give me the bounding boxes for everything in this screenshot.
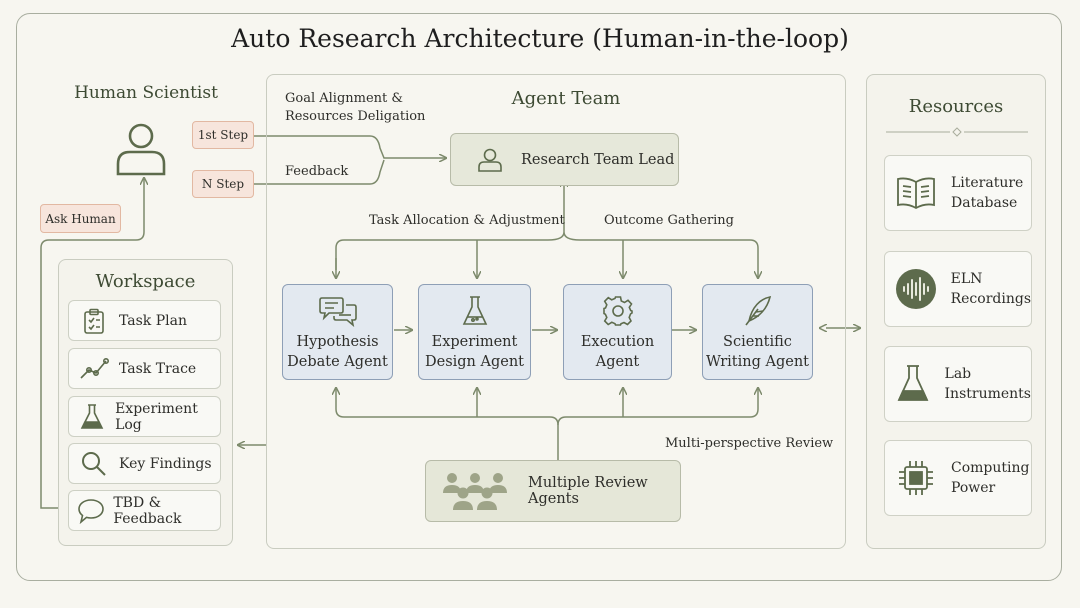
- quill-icon: [743, 294, 773, 328]
- agent-line1: Execution: [580, 334, 655, 350]
- first-step-badge: 1st Step: [192, 121, 254, 149]
- chat-bubbles-icon: [318, 294, 357, 328]
- allocation-bus: [335, 231, 758, 278]
- diagram-title: Auto Research Architecture (Human-in-the…: [231, 24, 849, 53]
- agent-line2: Design Agent: [424, 354, 524, 370]
- group-people-icon: [440, 469, 510, 513]
- resource-label: ELN Recordings: [951, 269, 1031, 309]
- resource-line2: Recordings: [950, 291, 1031, 307]
- person-icon: [114, 120, 168, 180]
- n-step-badge: N Step: [192, 170, 254, 198]
- resource-line1: Lab: [944, 366, 972, 382]
- agent-line2: Debate Agent: [287, 354, 388, 370]
- workspace-item-label: Key Findings: [119, 455, 212, 472]
- goal-alignment-line2: Resources Deligation: [285, 109, 426, 124]
- agent-line2: Writing Agent: [705, 354, 809, 370]
- multi-perspective-review-label: Multi-perspective Review: [665, 436, 834, 451]
- flask-icon: [461, 294, 489, 328]
- n-step-connector: [254, 159, 385, 185]
- workspace-item-task-trace[interactable]: Task Trace: [68, 348, 221, 389]
- task-allocation-label: Task Allocation & Adjustment: [369, 213, 565, 228]
- resource-eln-recordings[interactable]: ELN Recordings: [884, 251, 1032, 327]
- agent-line1: Experiment: [431, 334, 518, 350]
- agent-line1: Scientific: [723, 334, 792, 350]
- chip-icon: [885, 459, 947, 497]
- research-team-lead-box[interactable]: Research Team Lead: [450, 133, 679, 186]
- book-icon: [885, 175, 947, 211]
- speech-bubble-icon: [69, 498, 113, 524]
- diagram-frame: [16, 13, 1062, 581]
- agent-team-heading: Agent Team: [511, 88, 621, 109]
- workspace-item-label: Task Plan: [119, 312, 187, 329]
- multiple-review-agents-label: Multiple Review Agents: [528, 475, 648, 507]
- multiple-review-agents-box[interactable]: Multiple Review Agents: [425, 460, 681, 522]
- trace-icon: [69, 357, 119, 381]
- resource-line2: Power: [951, 480, 996, 496]
- feedback-label: Feedback: [285, 164, 349, 179]
- agent-line2: Agent: [595, 354, 640, 370]
- resources-divider: [886, 127, 1028, 137]
- workspace-heading: Workspace: [95, 271, 196, 292]
- resources-heading: Resources: [908, 96, 1004, 117]
- flask-icon: [69, 403, 115, 431]
- workspace-item-label: TBD & Feedback: [113, 494, 182, 527]
- workspace-item-task-plan[interactable]: Task Plan: [68, 300, 221, 341]
- resource-line2: Database: [951, 195, 1018, 211]
- workspace-item-tbd-feedback[interactable]: TBD & Feedback: [68, 490, 221, 531]
- audio-wave-icon: [885, 268, 947, 310]
- gear-icon: [602, 294, 634, 328]
- workspace-item-experiment-log[interactable]: Experiment Log: [68, 396, 221, 437]
- magnifier-icon: [69, 451, 119, 477]
- outcome-gathering-label: Outcome Gathering: [604, 213, 735, 228]
- goal-alignment-label: Goal Alignment & Resources Deligation: [285, 90, 425, 126]
- workspace-item-label: Task Trace: [119, 360, 197, 377]
- first-step-connector: [254, 135, 446, 158]
- review-bus: [336, 388, 559, 460]
- goal-alignment-line1: Goal Alignment &: [285, 91, 403, 106]
- agent-line1: Hypothesis: [296, 334, 379, 350]
- ask-human-loop: [40, 178, 144, 509]
- resource-line1: ELN: [950, 271, 983, 287]
- clipboard-icon: [69, 308, 119, 334]
- resource-line1: Computing: [951, 460, 1030, 476]
- flask-icon: [885, 364, 941, 404]
- resource-line1: Literature: [951, 175, 1024, 191]
- ask-human-badge: Ask Human: [40, 204, 121, 233]
- resource-line2: Instruments: [944, 386, 1031, 402]
- agent-team-panel: [266, 74, 846, 549]
- workspace-item-key-findings[interactable]: Key Findings: [68, 443, 221, 484]
- workspace-item-label: Experiment Log: [115, 400, 198, 433]
- person-icon: [477, 147, 503, 173]
- research-team-lead-label: Research Team Lead: [521, 151, 675, 168]
- human-scientist-heading: Human Scientist: [74, 83, 218, 103]
